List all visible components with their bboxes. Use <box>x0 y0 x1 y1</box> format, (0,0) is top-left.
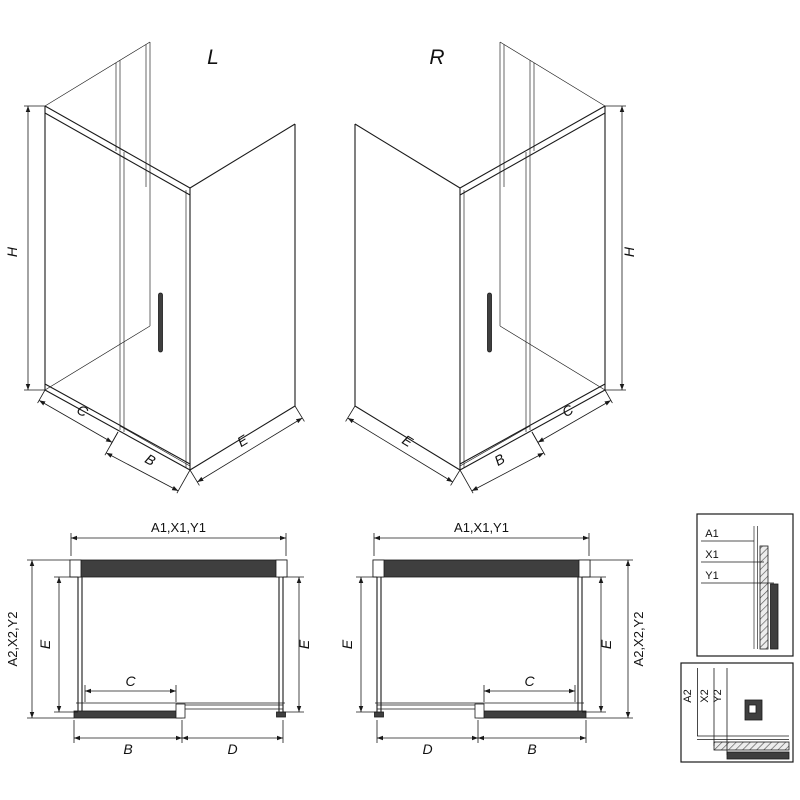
dim-label-H-left: H <box>4 246 20 257</box>
dim-label-D-plan-right: D <box>422 741 432 757</box>
dim-line-E-left <box>197 417 303 483</box>
dim-label-D-plan-left: D <box>227 741 237 757</box>
detail-box-top-frame <box>696 513 794 657</box>
door-guide-plan-left <box>175 703 186 719</box>
plan-view-right: A1,X1,Y1 A2,X2,Y2 E E C D B <box>339 520 646 757</box>
variant-label-left: L <box>207 46 219 69</box>
dim-ext-A1-right <box>373 533 590 556</box>
dim-ext-C-plan-left <box>84 685 177 702</box>
dim-label-B-right: B <box>492 450 508 469</box>
dim-ext-C-plan-right <box>483 685 576 702</box>
dim-ext-A1-left <box>70 533 287 556</box>
dim-label-C-right: C <box>559 401 576 420</box>
profile-section-x1 <box>759 545 769 650</box>
profile-section-x2 <box>713 741 790 751</box>
dim-ext-E-right <box>345 405 461 486</box>
dim-ext-B-right <box>459 431 546 494</box>
detail-label-x2: X2 <box>699 689 711 702</box>
dim-ext-A2-left <box>27 559 74 719</box>
profile-section-y1 <box>770 583 779 650</box>
door-guide-plan-right <box>474 703 485 719</box>
dim-line-C-left <box>38 400 113 443</box>
dim-label-B-left: B <box>142 450 158 469</box>
front-rail-plan-right <box>375 702 584 710</box>
dim-label-E1-plan-right: E <box>339 639 355 649</box>
dim-label-B-plan-left: B <box>123 741 132 757</box>
dim-line-E-right <box>347 417 453 483</box>
corner-profile-plan-left-b <box>276 711 286 718</box>
detail-label-a2: A2 <box>682 689 694 702</box>
side-walls-plan-right <box>376 577 583 712</box>
dim-label-B-plan-right: B <box>527 741 536 757</box>
dim-line-B-left <box>106 452 179 492</box>
corner-profile-plan-right-a <box>374 711 384 718</box>
profile-section-y2 <box>726 751 790 760</box>
dim-ext-H-left <box>24 105 45 391</box>
dim-line-B-right <box>471 452 544 492</box>
door-panel-plan-right <box>477 710 587 719</box>
wall-profile-end-right <box>275 559 288 578</box>
dim-label-C-plan-right: C <box>524 673 535 689</box>
sliding-door-right <box>459 149 531 468</box>
door-handle-right <box>487 292 492 353</box>
dim-line-C-right <box>537 400 612 443</box>
dim-ext-BD-plan-left <box>73 720 284 743</box>
left-side-panel <box>44 41 151 391</box>
dim-label-A2-left: A2,X2,Y2 <box>5 612 20 667</box>
front-face-right <box>459 105 606 471</box>
glass-section-horizontal <box>697 735 789 740</box>
detail-label-y1: Y1 <box>705 570 718 582</box>
right-side-panel <box>499 41 606 391</box>
wall-profile-end-right-r <box>578 559 591 578</box>
left-side-panel-right-view <box>354 123 461 471</box>
plan-view-left: A1,X1,Y1 A2,X2,Y2 E E C B D <box>5 520 312 757</box>
dim-ext-E-left <box>189 405 305 486</box>
dim-label-E2-plan-left: E <box>296 639 312 649</box>
door-panel-plan-left <box>73 710 183 719</box>
dim-label-A1-right: A1,X1,Y1 <box>454 520 509 535</box>
wall-profile-end-left <box>69 559 82 578</box>
isometric-view-right: H C B E <box>345 41 637 494</box>
top-track-profile-plan-left <box>69 559 288 578</box>
dim-label-C-plan-left: C <box>125 673 136 689</box>
dim-label-E2-plan-right: E <box>598 639 614 649</box>
dim-label-C-left: C <box>74 401 91 420</box>
dim-ext-B-left <box>104 431 191 494</box>
detail-box-width-profiles: A1 X1 Y1 <box>696 513 794 657</box>
top-track-profile-plan-right <box>372 559 591 578</box>
dim-label-A2-right: A2,X2,Y2 <box>631 612 646 667</box>
variant-label-right: R <box>429 46 444 69</box>
dim-ext-A2-right <box>586 559 633 719</box>
sliding-door-left <box>119 149 191 468</box>
front-face-left <box>44 105 191 471</box>
dim-ext-E1-plan-left <box>54 576 78 713</box>
detail-box-bottom-frame <box>680 662 794 763</box>
door-profile-cavity <box>748 704 757 714</box>
dim-ext-DB-plan-right <box>376 720 587 743</box>
detail-label-y2: Y2 <box>712 689 724 702</box>
door-handle-left <box>158 292 163 353</box>
detail-box-depth-profiles: A2 X2 Y2 <box>680 662 794 763</box>
wall-profile-end-left-r <box>372 559 385 578</box>
glass-section-vertical <box>753 526 758 649</box>
dim-label-H-right: H <box>621 246 637 257</box>
detail-label-x1: X1 <box>705 549 718 561</box>
isometric-view-left: H C B E <box>4 41 305 494</box>
right-side-panel-left-view <box>189 123 296 471</box>
detail-label-a1: A1 <box>705 528 718 540</box>
side-walls-plan-left <box>77 577 284 712</box>
dim-ext-E1-plan-right <box>356 576 377 713</box>
dim-label-A1-left: A1,X1,Y1 <box>151 520 206 535</box>
dim-label-E1-plan-left: E <box>37 639 53 649</box>
front-rail-plan-left <box>76 702 285 710</box>
